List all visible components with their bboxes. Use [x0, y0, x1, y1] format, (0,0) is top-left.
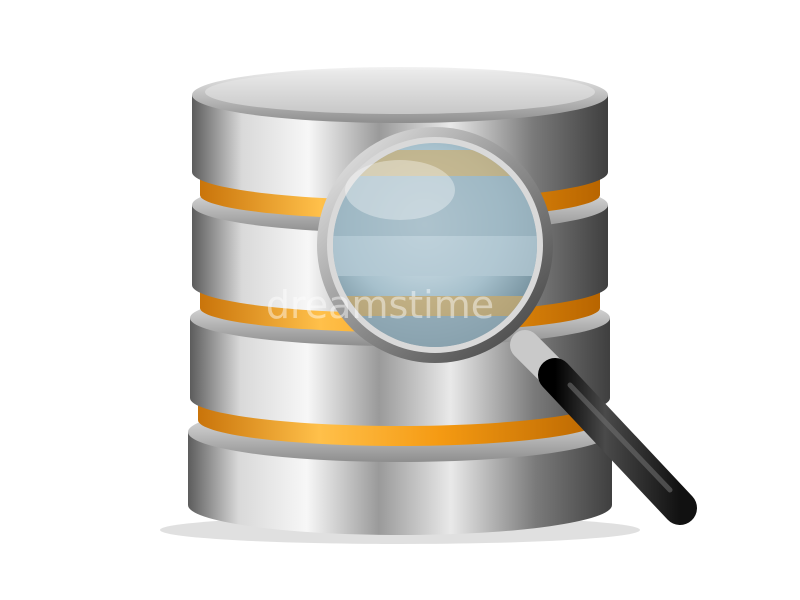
- magnifier-lens: [317, 127, 553, 363]
- watermark-text: dreamstime: [266, 283, 494, 327]
- magnifier-handle: [510, 330, 697, 525]
